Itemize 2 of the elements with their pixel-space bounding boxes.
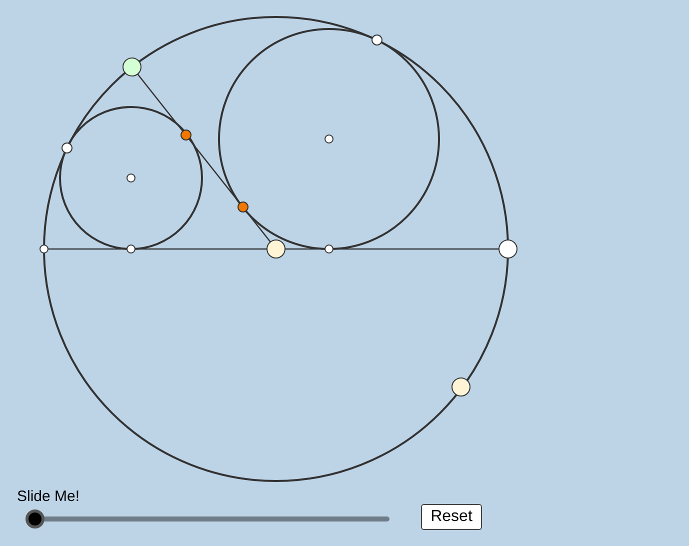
reset-button: Reset bbox=[421, 504, 482, 530]
slider-label: Slide Me! bbox=[17, 488, 80, 505]
